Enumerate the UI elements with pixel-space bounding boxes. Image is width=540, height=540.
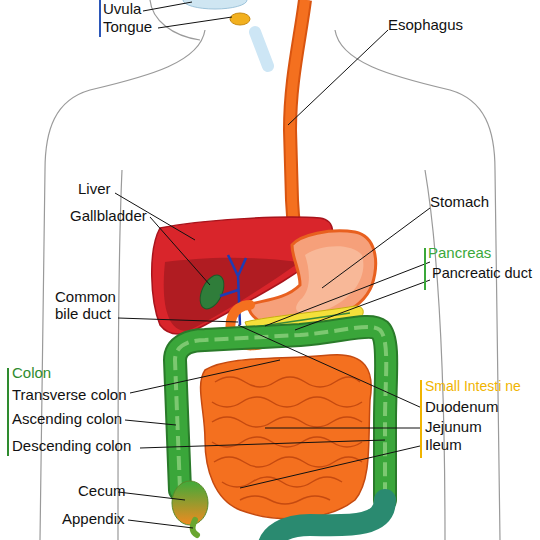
part-label: Uvula xyxy=(103,0,141,17)
part-label: Esophagus xyxy=(388,16,463,33)
leader-line xyxy=(238,325,422,408)
part-label: Ileum xyxy=(425,436,462,453)
stomach-highlight xyxy=(296,246,363,313)
colon xyxy=(175,327,386,500)
cecum xyxy=(172,481,208,525)
right-torso xyxy=(425,170,445,540)
leader-line xyxy=(295,280,430,330)
group-bracket xyxy=(424,248,426,290)
part-label: Transverse colon xyxy=(12,386,127,403)
leader-line xyxy=(118,318,238,322)
gallbladder xyxy=(195,271,228,312)
leader-line xyxy=(322,208,430,288)
salivary-gland xyxy=(230,13,250,25)
leader-line xyxy=(140,440,385,448)
body-outline xyxy=(40,0,500,540)
part-label: Liver xyxy=(78,180,111,197)
part-label: Appendix xyxy=(62,510,125,527)
esophagus xyxy=(290,0,305,252)
group-bracket xyxy=(420,380,422,458)
leader-line xyxy=(143,2,192,11)
part-label: Ascending colon xyxy=(12,410,122,427)
colon-edge xyxy=(175,327,386,500)
small-intestine xyxy=(201,355,372,519)
leader-line xyxy=(240,446,420,488)
nasal-cavity xyxy=(183,0,247,9)
group-heading: Colon xyxy=(12,364,51,381)
group-heading: Small Intesti ne xyxy=(425,378,521,395)
intestine-coils xyxy=(212,377,362,504)
leader-line xyxy=(288,30,388,125)
part-label: Jejunum xyxy=(425,418,482,435)
leader-line xyxy=(265,428,420,429)
group-bracket xyxy=(99,0,101,37)
leader-lines xyxy=(115,2,430,528)
leader-line xyxy=(150,217,210,285)
leader-line xyxy=(130,360,280,393)
leader-line xyxy=(265,262,430,326)
part-label: Common bile duct xyxy=(55,288,135,322)
appendix xyxy=(193,520,197,535)
part-label: Stomach xyxy=(430,193,489,210)
part-label: Tongue xyxy=(103,18,152,35)
group-bracket xyxy=(7,368,9,456)
esophagus-edge xyxy=(290,0,305,252)
part-label: Cecum xyxy=(78,482,126,499)
leader-line xyxy=(125,420,176,425)
part-label: Pancreatic duct xyxy=(432,265,532,282)
part-label: Gallbladder xyxy=(70,207,147,224)
group-heading: Pancreas xyxy=(428,244,491,261)
sigmoid-colon xyxy=(268,500,385,540)
colon-haustra xyxy=(175,327,386,500)
trachea xyxy=(255,32,268,66)
leader-line xyxy=(118,492,185,500)
leader-line xyxy=(128,520,193,528)
part-label: Descending colon xyxy=(12,437,131,454)
part-label: Duodenum xyxy=(425,398,498,415)
leader-line xyxy=(158,17,232,28)
